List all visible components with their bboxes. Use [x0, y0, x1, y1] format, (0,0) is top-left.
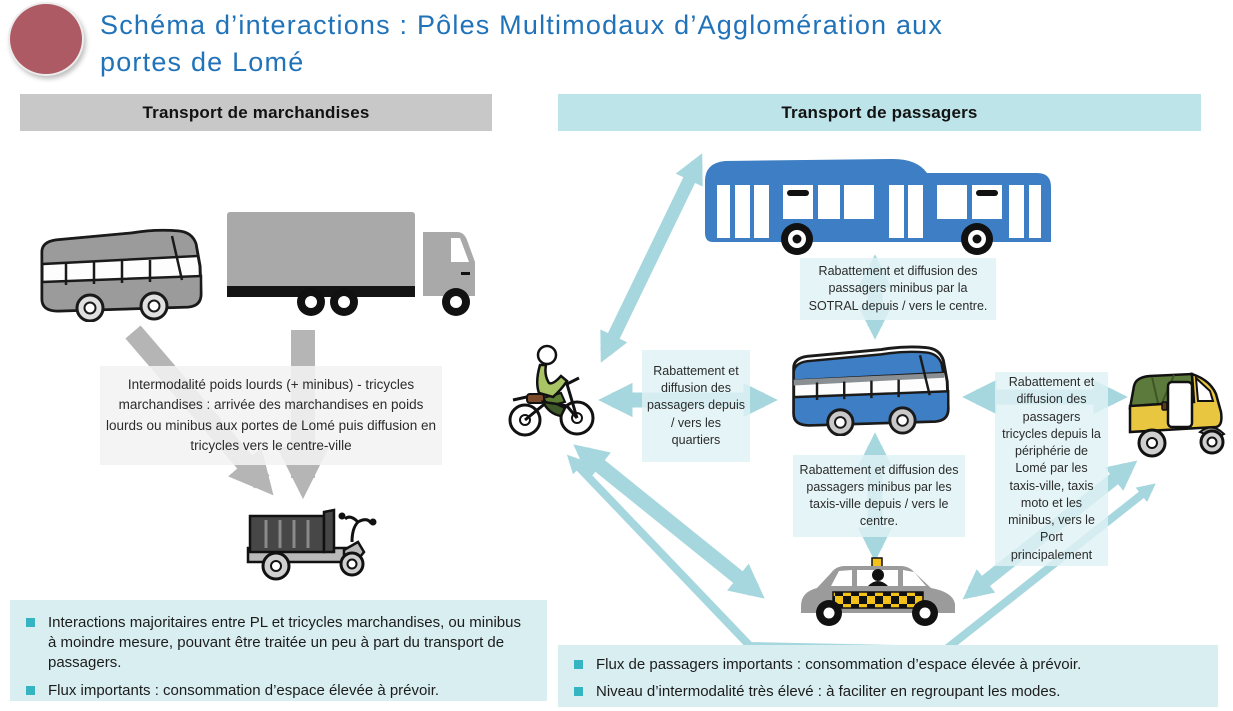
- square-bullet-icon: [26, 618, 35, 627]
- page-title: Schéma d’interactions : Pôles Multimodau…: [100, 10, 944, 77]
- freight-intermodality-note: Intermodalité poids lourds (+ minibus) -…: [100, 366, 442, 465]
- summary-bullet-text: Flux de passagers importants : consommat…: [596, 656, 1082, 673]
- flow-label-quartiers: Rabattement et diffusion des passagers d…: [642, 350, 750, 462]
- taxi-ville-icon: [795, 556, 963, 630]
- heavy-truck-icon: [225, 202, 483, 320]
- passenger-summary-panel: Flux de passagers importants : consommat…: [558, 645, 1218, 707]
- minibus-icon: [32, 216, 207, 322]
- arrow-moto-bus: [600, 153, 703, 363]
- summary-bullet: Flux importants : consommation d’espace …: [26, 681, 531, 701]
- passenger-minibus-icon: [773, 333, 965, 436]
- flow-label-tricycles: Rabattement et diffusion des passagers t…: [995, 372, 1108, 566]
- moto-taxi-icon: [503, 340, 601, 442]
- flow-label-taxis-ville: Rabattement et diffusion des passagers m…: [793, 455, 965, 537]
- summary-bullet: Niveau d’intermodalité très élevé : à fa…: [574, 682, 1202, 702]
- square-bullet-icon: [574, 686, 583, 696]
- square-bullet-icon: [26, 685, 35, 695]
- square-bullet-icon: [574, 660, 583, 669]
- flow-label-sotral: Rabattement et diffusion des passagers m…: [800, 258, 996, 320]
- passenger-section-header: Transport de passagers: [558, 94, 1201, 131]
- summary-bullet: Flux de passagers importants : consommat…: [574, 655, 1202, 675]
- freight-section-header: Transport de marchandises: [20, 94, 492, 131]
- summary-bullet-text: Interactions majoritaires entre PL et tr…: [48, 614, 521, 671]
- summary-bullet-text: Flux importants : consommation d’espace …: [48, 681, 440, 699]
- cargo-tricycle-icon: [240, 492, 380, 582]
- sotral-bus-icon: [697, 145, 1059, 257]
- freight-summary-panel: Interactions majoritaires entre PL et tr…: [10, 600, 547, 701]
- tricycle-taxi-icon: [1120, 366, 1232, 463]
- arrow-moto-taxi: [573, 444, 765, 599]
- summary-bullet-text: Niveau d’intermodalité très élevé : à fa…: [596, 682, 1061, 700]
- title-bullet-circle-icon: [8, 2, 84, 76]
- summary-bullet: Interactions majoritaires entre PL et tr…: [26, 613, 531, 673]
